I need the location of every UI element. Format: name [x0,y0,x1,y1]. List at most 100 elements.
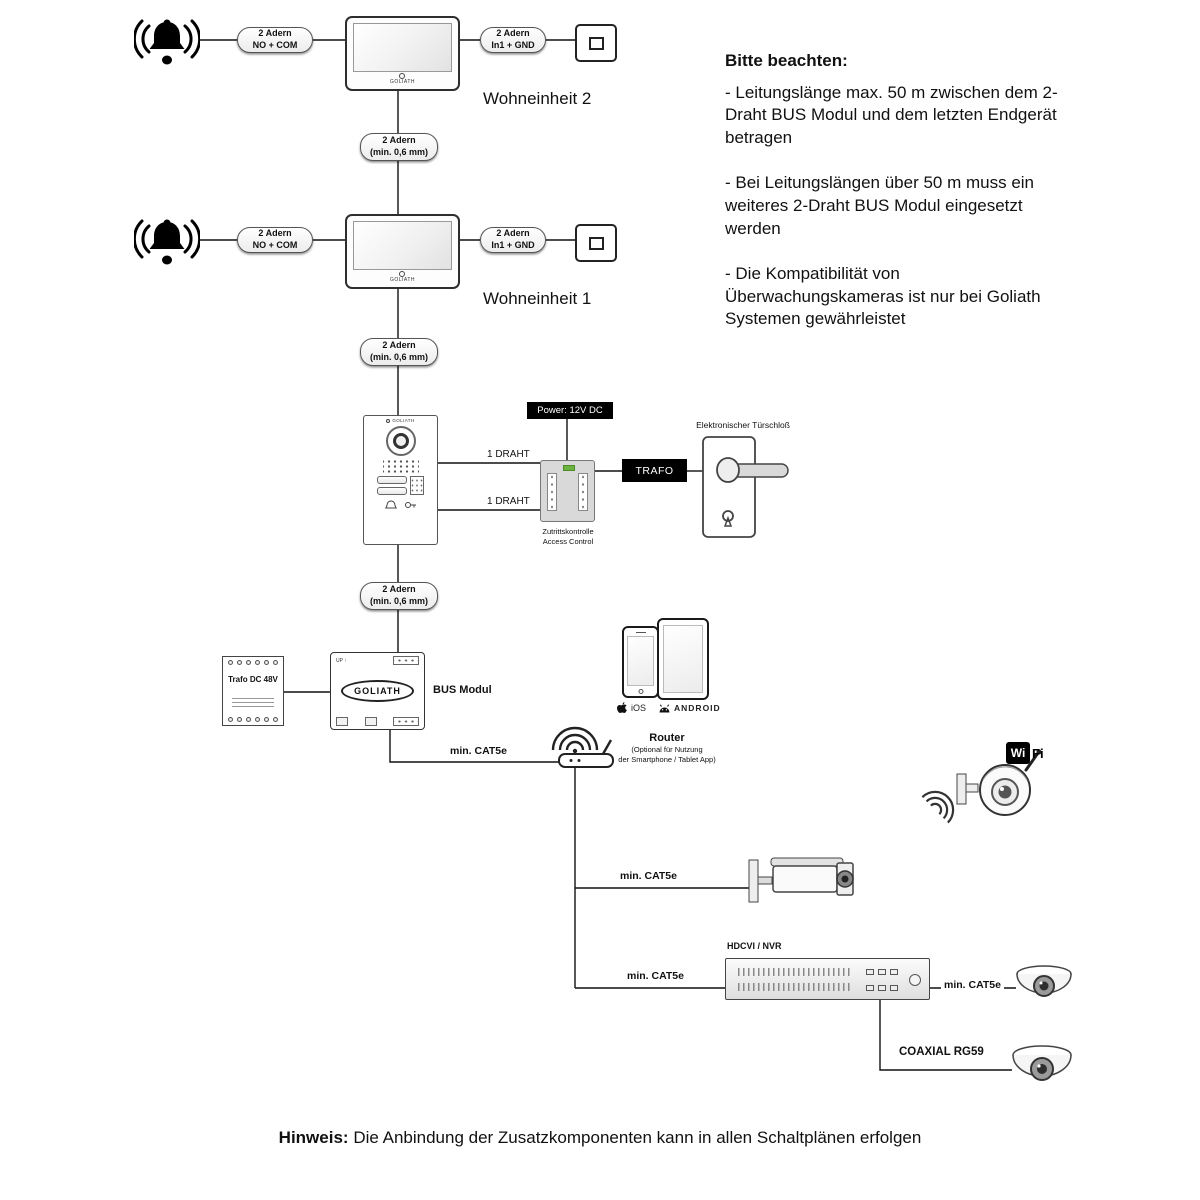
terminal-block [393,656,419,665]
cable-label-2adern: 2 Adern (min. 0,6 mm) [360,338,438,366]
rj45-port-icon [364,717,377,726]
port-icon [890,969,898,975]
platform-logos: iOS ANDROID [616,701,721,715]
android-label: ANDROID [674,703,721,713]
ios-platform: iOS [616,701,646,715]
access-control-device [540,460,595,522]
keypad-icon [410,475,424,495]
footer-note: Hinweis: Die Anbindung der Zusatzkompone… [0,1128,1200,1148]
one-wire-label: 1 DRAHT [487,496,530,507]
wifi-logo-fi: Fi [1032,745,1044,761]
ios-label: iOS [631,703,647,713]
cable-label-line: 2 Adern [496,28,530,39]
nvr-recorder [725,958,930,1000]
port-icon [878,985,886,991]
phone-speaker [635,631,646,633]
port-icon [866,985,874,991]
goliath-logo-icon [399,271,406,277]
phone-screen [627,636,654,686]
doorbell-button-icon [575,24,617,62]
power-button-icon [909,974,921,986]
cable-label-in1-gnd: 2 Adern In1 + GND [480,227,546,253]
door-lock-icon [702,436,789,538]
station-symbol-icons [384,499,416,508]
cable-label-line: 2 Adern [382,584,416,595]
goliath-logo-text: GOLIATH [389,79,416,85]
camera-lens-inner [392,432,409,449]
indoor-monitor-unit2: GOLIATH [345,16,460,91]
terminal-screws [228,660,278,665]
outdoor-door-station: GOLIATH [363,415,438,545]
camera-lens-icon [385,425,416,456]
access-control-label: Zutrittskontrolle Access Control [529,527,607,547]
port-icon [878,969,886,975]
router-icon [551,726,614,768]
vent-grille [738,968,850,976]
terminal-strip [547,473,557,511]
access-control-label-de: Zutrittskontrolle [542,527,594,536]
cable-label-line: 2 Adern [382,135,416,146]
door-lock-label: Elektronischer Türschloß [696,420,790,430]
cable-label-line: In1 + GND [491,40,535,50]
doorbell-button-icon [575,224,617,262]
doorbell-button-inner [588,36,604,50]
cable-label-line: (min. 0,6 mm) [369,147,428,157]
goliath-logo-text: GOLIATH [392,418,415,423]
dome-camera-icon [1016,965,1072,997]
notes-title: Bitte beachten: [725,51,848,70]
hdcvi-nvr-label: HDCVI / NVR [727,941,782,951]
cable-label-2adern: 2 Adern (min. 0,6 mm) [360,582,438,610]
terminal-screws [228,716,278,722]
unit2-label: Wohneinheit 2 [483,89,592,108]
goliath-logo-text: GOLIATH [389,277,416,283]
coaxial-label: COAXIAL RG59 [897,1046,986,1058]
trafo-dc-label: Trafo DC 48V [228,675,278,685]
one-wire-label: 1 DRAHT [487,449,530,460]
goliath-logo-text: GOLIATH [341,680,414,702]
vent-grille [232,694,274,707]
cable-label-line: (min. 0,6 mm) [369,352,428,362]
cable-label-line: NO + COM [252,40,298,50]
status-led [563,465,575,471]
wifi-logo: Wi Fi [1006,742,1044,764]
bullet-camera-icon [748,857,854,903]
router-subtitle: der Smartphone / Tablet App) [618,755,716,765]
vent-grille [738,983,850,991]
note-item: - Die Kompatibilität von Überwachungskam… [725,264,1041,329]
doorbell-button-inner [588,236,604,250]
bus-module-device: UP ↑ GOLIATH [330,652,425,730]
home-button [638,689,643,694]
port-icon [866,969,874,975]
cable-label-line: In1 + GND [491,240,535,250]
cable-label-line: (min. 0,6 mm) [369,596,428,606]
note-item: - Bei Leitungslängen über 50 m muss ein … [725,173,1035,238]
terminal-block [393,717,419,726]
cable-label-line: 2 Adern [496,228,530,239]
call-button-panel [377,475,424,495]
apple-icon [617,702,627,713]
goliath-logo: GOLIATH [390,271,415,283]
call-button [377,486,407,495]
terminal-strip [578,473,588,511]
cable-label-no-com: 2 Adern NO + COM [237,27,313,53]
cat5e-label: min. CAT5e [624,970,687,982]
smartphone-icon [622,626,659,698]
goliath-logo: GOLIATH [386,418,415,424]
rj45-port-icon [336,717,348,726]
power-label: Power: 12V DC [527,402,613,419]
access-control-label-en: Access Control [542,536,594,546]
trafo-dc-unit: Trafo DC 48V [222,656,284,726]
note-item: - Leitungslänge max. 50 m zwischen dem 2… [725,82,1058,147]
android-icon [659,703,670,712]
alarm-bell-icon [134,219,200,265]
monitor-screen [353,23,452,72]
speaker-grille [382,459,419,473]
cable-label-in1-gnd: 2 Adern In1 + GND [480,27,546,53]
cable-label-no-com: 2 Adern NO + COM [237,227,313,253]
unit1-label: Wohneinheit 1 [483,289,592,308]
android-platform: ANDROID [658,703,721,713]
cable-label-line: 2 Adern [258,28,292,39]
notes-block: Bitte beachten: - Leitungslänge max. 50 … [725,50,1077,354]
tablet-icon [657,618,709,700]
router-title: Router [649,732,685,744]
